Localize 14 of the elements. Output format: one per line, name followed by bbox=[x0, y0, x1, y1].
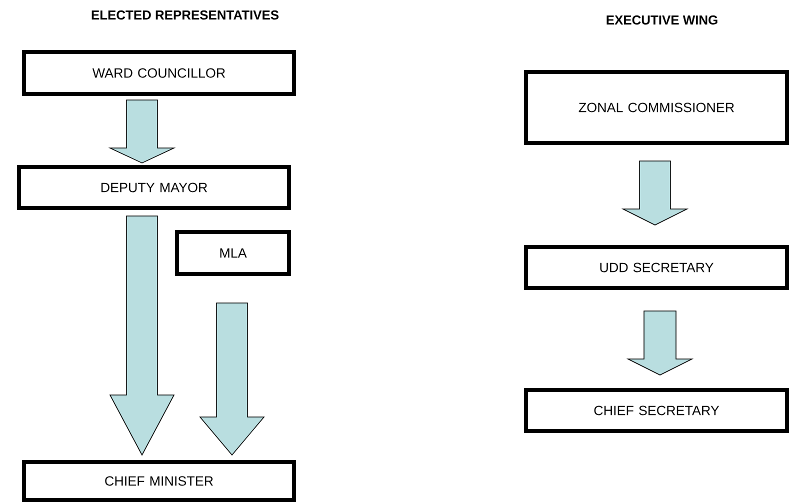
block-arrow bbox=[199, 302, 265, 456]
block-arrow bbox=[621, 160, 689, 226]
title-box: CHIEF MINISTER bbox=[22, 460, 296, 502]
title-box: CHIEF SECRETARY bbox=[524, 388, 789, 433]
block-arrow bbox=[626, 310, 694, 376]
title-box: WARD COUNCILLOR bbox=[22, 50, 296, 96]
title-box: UDD SECRETARY bbox=[524, 245, 789, 290]
column-heading: EXECUTIVE WING bbox=[606, 15, 718, 25]
title-box: ZONAL COMMISSIONER bbox=[524, 70, 789, 145]
block-arrow bbox=[109, 216, 175, 456]
block-arrow bbox=[108, 100, 176, 164]
title-box: DEPUTY MAYOR bbox=[17, 165, 291, 210]
title-box: MLA bbox=[175, 230, 291, 276]
column-heading: ELECTED REPRESENTATIVES bbox=[92, 10, 279, 20]
